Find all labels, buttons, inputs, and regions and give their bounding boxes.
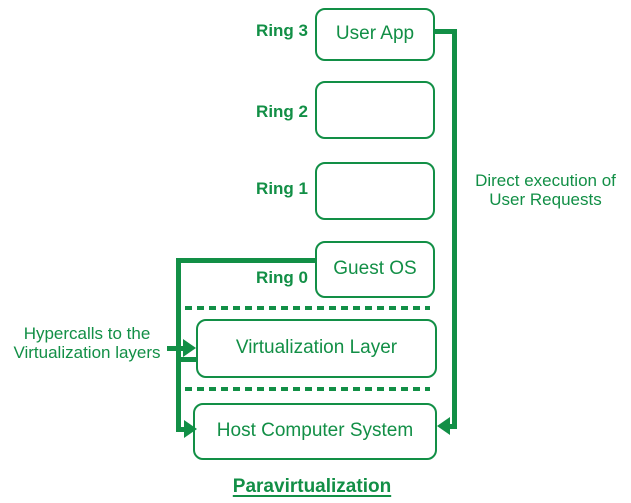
diagram-title: Paravirtualization: [232, 476, 392, 497]
annotation-hypercalls: Hypercalls to the Virtualization layers: [2, 324, 172, 362]
separator-dashed-top: [185, 306, 430, 310]
arrow-hypercall-host-arrowhead-icon: [184, 420, 197, 438]
arrow-hypercall-virtualization-stub: [176, 357, 197, 362]
label-ring-2: Ring 2: [256, 102, 308, 121]
annotation-hypercalls-line2: Virtualization layers: [13, 343, 161, 362]
separator-dashed-bottom: [185, 387, 430, 391]
arrow-direct-execution-top-segment: [435, 29, 457, 34]
label-ring-3: Ring 3: [256, 21, 308, 40]
box-ring-1-empty: [315, 162, 435, 220]
arrow-hypercall-vertical-segment: [176, 258, 181, 432]
arrow-direct-execution-vertical-segment: [452, 29, 457, 429]
label-ring-0: Ring 0: [256, 268, 308, 287]
box-host-computer-system: Host Computer System: [193, 403, 437, 460]
box-virtualization-layer: Virtualization Layer: [196, 319, 437, 378]
box-guest-os: Guest OS: [315, 241, 435, 298]
arrow-hypercall-label-segment: [167, 346, 184, 351]
arrow-hypercall-virtualization-arrowhead-icon: [183, 339, 196, 357]
arrow-hypercall-bottom-segment: [176, 427, 188, 432]
arrow-hypercall-top-segment: [176, 258, 315, 263]
arrow-direct-execution-bottom-segment: [444, 424, 457, 429]
label-ring-1: Ring 1: [256, 179, 308, 198]
annotation-direct-execution: Direct execution of User Requests: [460, 171, 631, 209]
annotation-hypercalls-line1: Hypercalls to the: [23, 324, 151, 343]
annotation-direct-execution-line1: Direct execution of: [475, 171, 616, 190]
annotation-direct-execution-line2: User Requests: [489, 190, 602, 209]
box-ring-2-empty: [315, 81, 435, 139]
arrow-direct-execution-arrowhead-icon: [437, 417, 450, 435]
box-user-app: User App: [315, 8, 435, 61]
